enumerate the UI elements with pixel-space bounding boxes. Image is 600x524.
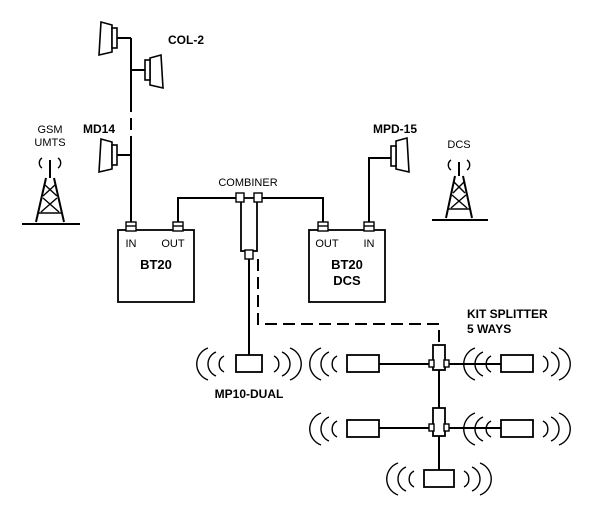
mp10-radio-waves-icon bbox=[196, 347, 302, 381]
radio-waves-lower-right-icon bbox=[463, 412, 571, 446]
kit-splitter-label: KIT SPLITTER bbox=[467, 307, 548, 321]
col2-label: COL-2 bbox=[168, 33, 204, 47]
gsm-tower-icon bbox=[22, 157, 80, 225]
bt20-right-sub: DCS bbox=[333, 273, 361, 288]
bt20-right-unit bbox=[308, 221, 386, 303]
combiner-unit bbox=[235, 192, 263, 260]
bt20-left-name: BT20 bbox=[140, 257, 172, 272]
combiner-label: COMBINER bbox=[218, 177, 277, 189]
dcs-tower-label: DCS bbox=[447, 139, 470, 151]
md14-label: MD14 bbox=[83, 122, 115, 136]
mp10-label: MP10-DUAL bbox=[215, 387, 284, 401]
indoor-antenna-bottom-icon bbox=[423, 469, 455, 488]
indoor-antenna-upper-left-icon bbox=[346, 354, 380, 373]
radio-waves-upper-left-icon bbox=[309, 347, 338, 381]
umts-label: UMTS bbox=[34, 137, 65, 149]
indoor-antenna-lower-right-icon bbox=[500, 419, 534, 438]
bt20-right-in-label: IN bbox=[364, 238, 375, 250]
kit-splitter-sub-label: 5 WAYS bbox=[467, 322, 511, 336]
bt20-left-unit bbox=[117, 221, 195, 303]
gsm-label: GSM bbox=[37, 124, 62, 136]
col2-antenna-lower-icon bbox=[144, 53, 164, 90]
md14-antenna-icon bbox=[98, 137, 118, 174]
splitter-lower-icon bbox=[428, 407, 450, 437]
mp10-antenna-icon bbox=[235, 354, 263, 373]
radio-waves-bottom-icon bbox=[386, 462, 492, 496]
bt20-left-out-label: OUT bbox=[161, 238, 185, 250]
bt20-right-out-label: OUT bbox=[315, 238, 339, 250]
bt20-right-name: BT20 bbox=[331, 257, 363, 272]
indoor-antenna-upper-right-icon bbox=[500, 354, 534, 373]
col2-antenna-upper-icon bbox=[98, 20, 118, 57]
bt20-left-in-label: IN bbox=[126, 238, 137, 250]
radio-waves-upper-right-icon bbox=[463, 347, 571, 381]
radio-waves-lower-left-icon bbox=[309, 412, 338, 446]
mpd15-label: MPD-15 bbox=[373, 122, 417, 136]
mpd15-antenna-icon bbox=[390, 136, 410, 174]
splitter-upper-icon bbox=[428, 344, 450, 371]
indoor-antenna-lower-left-icon bbox=[346, 419, 380, 438]
dcs-tower-icon bbox=[432, 159, 488, 221]
